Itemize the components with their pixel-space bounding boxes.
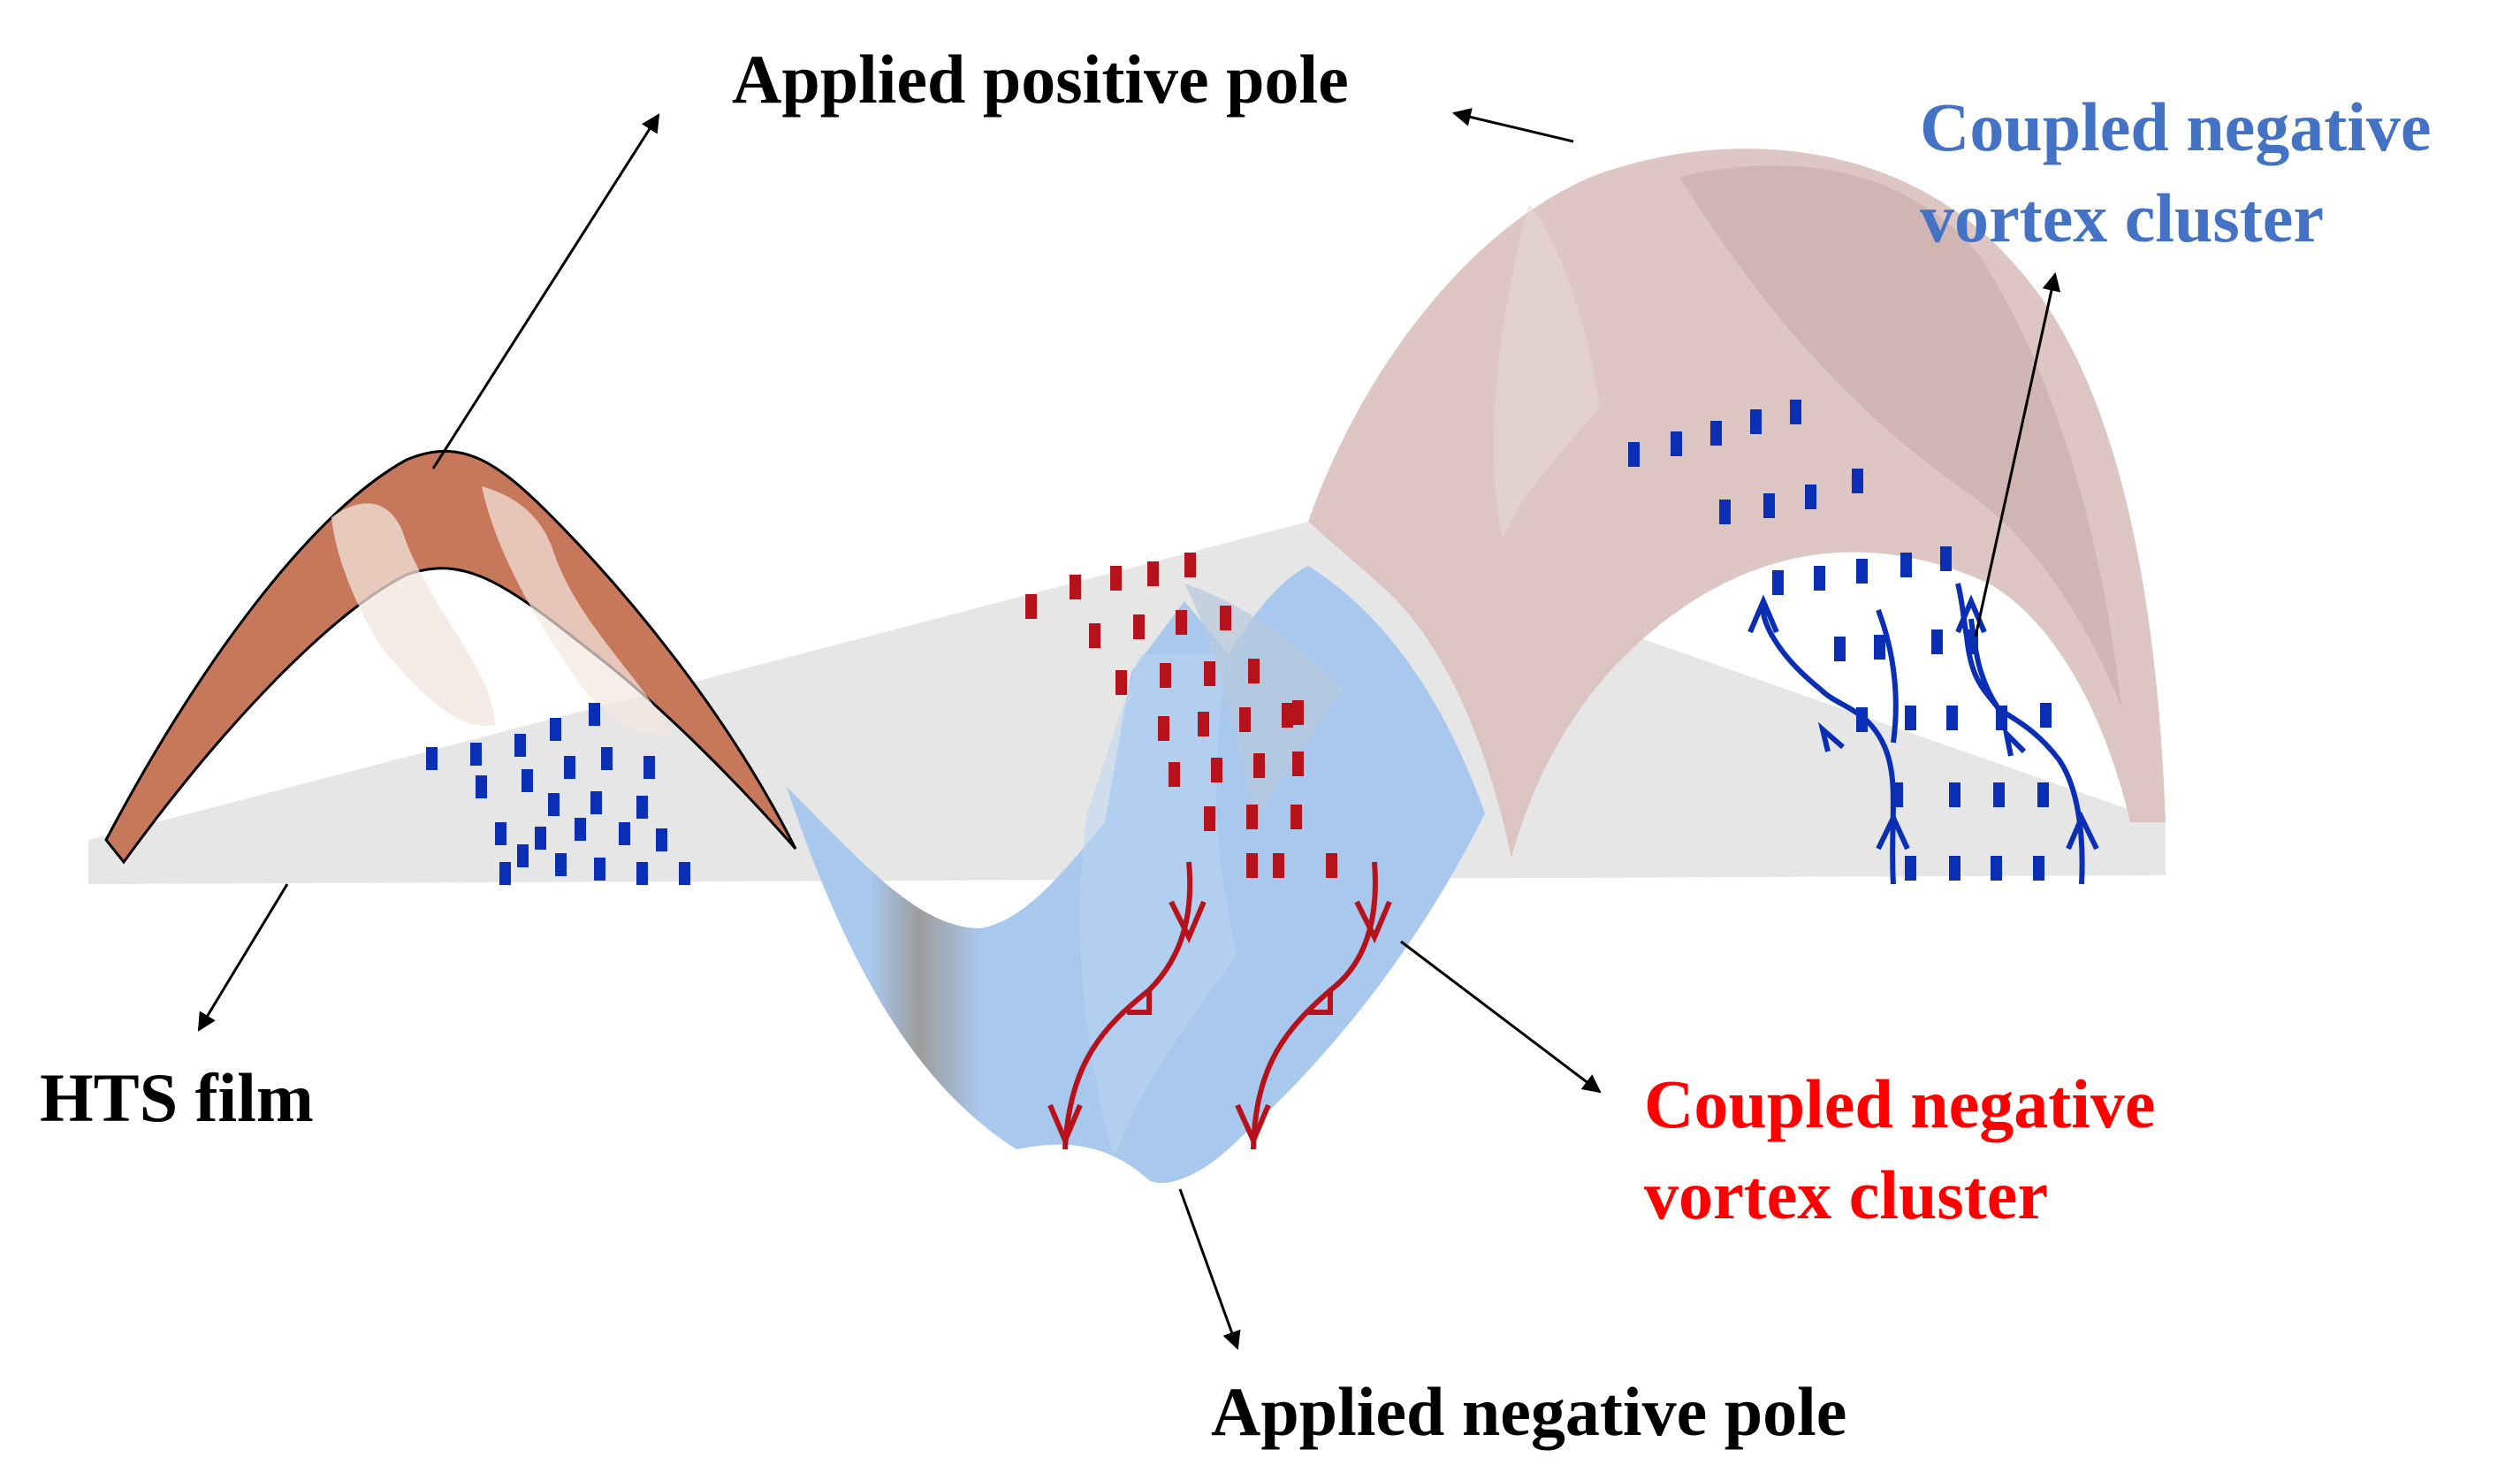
- applied-negative-pole-label: Applied negative pole: [1211, 1373, 1847, 1450]
- coupled-red-cluster-label-line1: Coupled negative: [1644, 1065, 2156, 1142]
- right-blue-vortex-cluster: [1628, 400, 2052, 881]
- red-vortex-cluster: [1025, 553, 1337, 878]
- pink-surface-highlight: [1494, 203, 1600, 539]
- hts-film-label: HTS film: [40, 1059, 314, 1136]
- positive-band-highlight-2: [482, 486, 672, 736]
- applied-positive-pole-label: Applied positive pole: [732, 41, 1349, 118]
- coupled-red-cluster-label-line2: vortex cluster: [1644, 1156, 2048, 1233]
- left-blue-vortex-cluster: [426, 703, 690, 885]
- red-flux-arrowheads: [1047, 900, 1392, 1148]
- negative-surface-light-band: [1079, 654, 1237, 1158]
- coupled-blue-cluster-label-line2: vortex cluster: [1920, 179, 2324, 256]
- negative-surface-grey-band: [1184, 584, 1344, 822]
- pink-surface-shade: [1679, 165, 2121, 707]
- blue-flux-arrowheads: [1747, 594, 2099, 851]
- annotation-arrows: [197, 108, 2061, 1350]
- positive-band-highlight-1: [331, 503, 495, 727]
- coupled-blue-cluster-label-line1: Coupled negative: [1920, 88, 2432, 165]
